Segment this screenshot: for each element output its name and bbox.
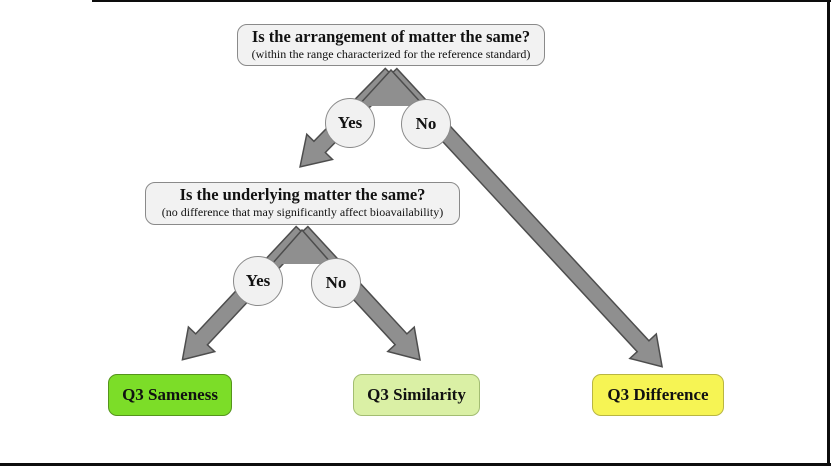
branch2-yes-circle: Yes: [233, 256, 283, 306]
page-border-top: [92, 0, 831, 2]
question2-title: Is the underlying matter the same?: [179, 185, 426, 204]
outcome-q3-similarity: Q3 Similarity: [353, 374, 480, 416]
junction-peak-2: [272, 230, 332, 264]
junction-peak-2-edge: [271, 228, 333, 265]
question1-subtitle: (within the range characterized for the …: [251, 47, 531, 61]
outcome-q3-sameness: Q3 Sameness: [108, 374, 232, 416]
page-border-bottom: [0, 463, 831, 466]
junction-peak-1-edge: [357, 68, 425, 107]
question1-title: Is the arrangement of matter the same?: [251, 27, 531, 46]
branch1-no-circle: No: [401, 99, 451, 149]
question-box-underlying-matter: Is the underlying matter the same? (no d…: [145, 182, 460, 225]
page-border-right: [827, 0, 830, 466]
question-box-arrangement: Is the arrangement of matter the same? (…: [237, 24, 545, 66]
question2-subtitle: (no difference that may significantly af…: [161, 205, 444, 219]
branch2-no-circle: No: [311, 258, 361, 308]
junction-peak-1: [358, 70, 424, 106]
branch1-yes-circle: Yes: [325, 98, 375, 148]
outcome-q3-difference: Q3 Difference: [592, 374, 724, 416]
